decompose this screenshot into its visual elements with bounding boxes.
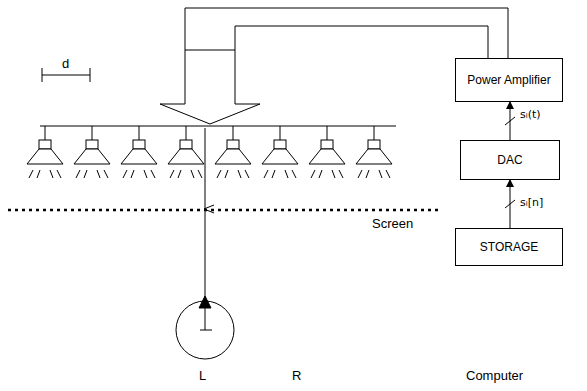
signal-name: sᵢ[n] — [520, 196, 543, 209]
speaker-symbol — [309, 126, 345, 178]
screen-line — [8, 209, 440, 212]
dimension-line — [42, 75, 90, 76]
dimension-label: d — [62, 56, 69, 71]
box-label: Power Amplifier — [467, 73, 550, 87]
feed-band — [235, 26, 488, 58]
group-label: Computer — [466, 368, 523, 383]
box-label: DAC — [497, 153, 522, 167]
hollow-arrow — [160, 50, 260, 124]
amplifier-box: Power Amplifier — [455, 58, 563, 102]
speaker-symbol — [356, 126, 392, 178]
speaker-symbol — [121, 126, 157, 178]
speaker-symbol — [215, 126, 251, 178]
listener-arrowhead — [199, 296, 211, 308]
speaker-symbol — [262, 126, 298, 178]
speaker-symbol — [27, 126, 63, 178]
box-label: STORAGE — [480, 240, 538, 254]
angle-mark — [204, 205, 214, 213]
speaker-symbol — [74, 126, 110, 178]
signal-arrow — [505, 102, 515, 140]
screen-label: Screen — [372, 216, 413, 231]
ear-label: L — [199, 368, 206, 383]
dac-box: DAC — [460, 140, 560, 180]
listener-mark — [200, 330, 212, 331]
signal-name: sᵢ(t) — [520, 108, 541, 121]
signal-arrow — [505, 180, 515, 228]
speaker-bar — [40, 126, 396, 127]
ear-label: R — [292, 368, 301, 383]
storage-box: STORAGE — [455, 228, 563, 266]
speaker-symbol — [168, 126, 204, 178]
